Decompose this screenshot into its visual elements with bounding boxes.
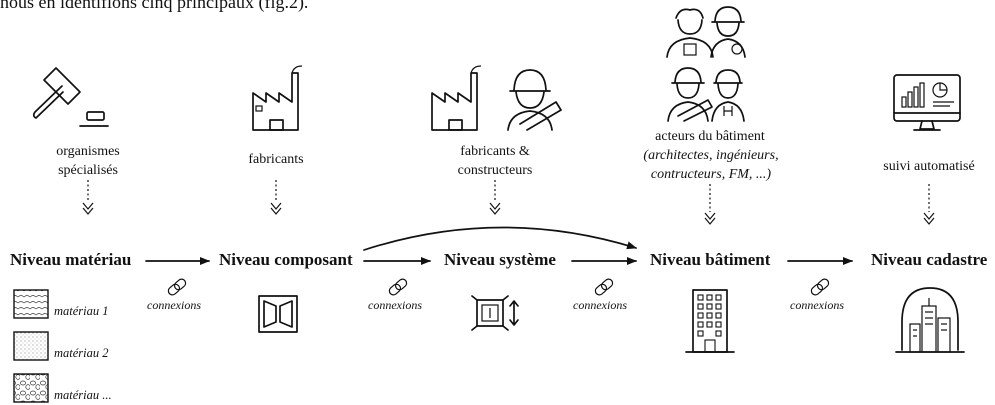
- building-icon: [685, 289, 735, 353]
- level-systeme: Niveau système: [444, 250, 556, 269]
- level-arrows: [145, 226, 853, 265]
- chain-link-icon: [388, 278, 408, 296]
- level-batiment: Niveau bâtiment: [650, 250, 771, 269]
- dotted-arrow-batiment: [704, 184, 716, 225]
- material-label: matériau ...: [54, 388, 112, 402]
- architect-icon: [666, 8, 714, 58]
- factory-icon: [252, 65, 303, 131]
- dotted-arrow-cadastre: [923, 184, 935, 225]
- arrow-composant-batiment-curve: [363, 226, 637, 251]
- actor-acteurs-title: acteurs du bâtiment: [655, 129, 765, 144]
- material-label: matériau 1: [54, 304, 109, 318]
- chain-link-icon: [810, 278, 830, 296]
- connexion-label: connexions: [147, 298, 201, 312]
- connexion-label: connexions: [790, 298, 844, 312]
- actor-organismes-label: organismes spécialisés: [56, 144, 120, 178]
- intro-text: nous en identifions cinq principaux (fig…: [0, 0, 309, 12]
- material-swatch-sand: [13, 331, 49, 361]
- facility-manager-icon: [711, 69, 745, 122]
- actor-fabricants-label: fabricants: [248, 152, 304, 167]
- people-icons: [666, 6, 746, 122]
- level-composant: Niveau composant: [219, 250, 353, 269]
- dotted-arrow-systeme: [489, 180, 501, 215]
- monitor-dashboard-icon: [893, 74, 961, 131]
- gavel-icon: [32, 67, 109, 127]
- material-label: matériau 2: [54, 346, 109, 360]
- engineer-icon: [710, 6, 746, 58]
- connexion-label: connexions: [573, 298, 627, 312]
- material-swatch-stones: [13, 373, 49, 403]
- dotted-arrow-materiau: [82, 180, 94, 215]
- factory-worker-icon: [431, 65, 562, 131]
- actor-fabricants-constructeurs-label: fabricants & constructeurs: [457, 144, 533, 178]
- dotted-arrow-composant: [270, 180, 282, 215]
- actor-acteurs-detail: (architectes, ingénieurs, contructeurs, …: [643, 148, 779, 182]
- chain-link-icon: [594, 278, 614, 296]
- actor-suivi-label: suivi automatisé: [883, 159, 975, 174]
- constructor-icon: [667, 67, 713, 122]
- city-dome-icon: [895, 287, 965, 353]
- system-module-icon: [471, 295, 519, 331]
- connexion-label: connexions: [368, 298, 422, 312]
- level-cadastre: Niveau cadastre: [871, 250, 988, 269]
- level-materiau: Niveau matériau: [10, 250, 132, 269]
- door-frame-icon: [258, 295, 298, 333]
- dotted-arrows: [82, 180, 935, 225]
- material-swatch-wood: [13, 289, 49, 319]
- chain-link-icon: [167, 278, 187, 296]
